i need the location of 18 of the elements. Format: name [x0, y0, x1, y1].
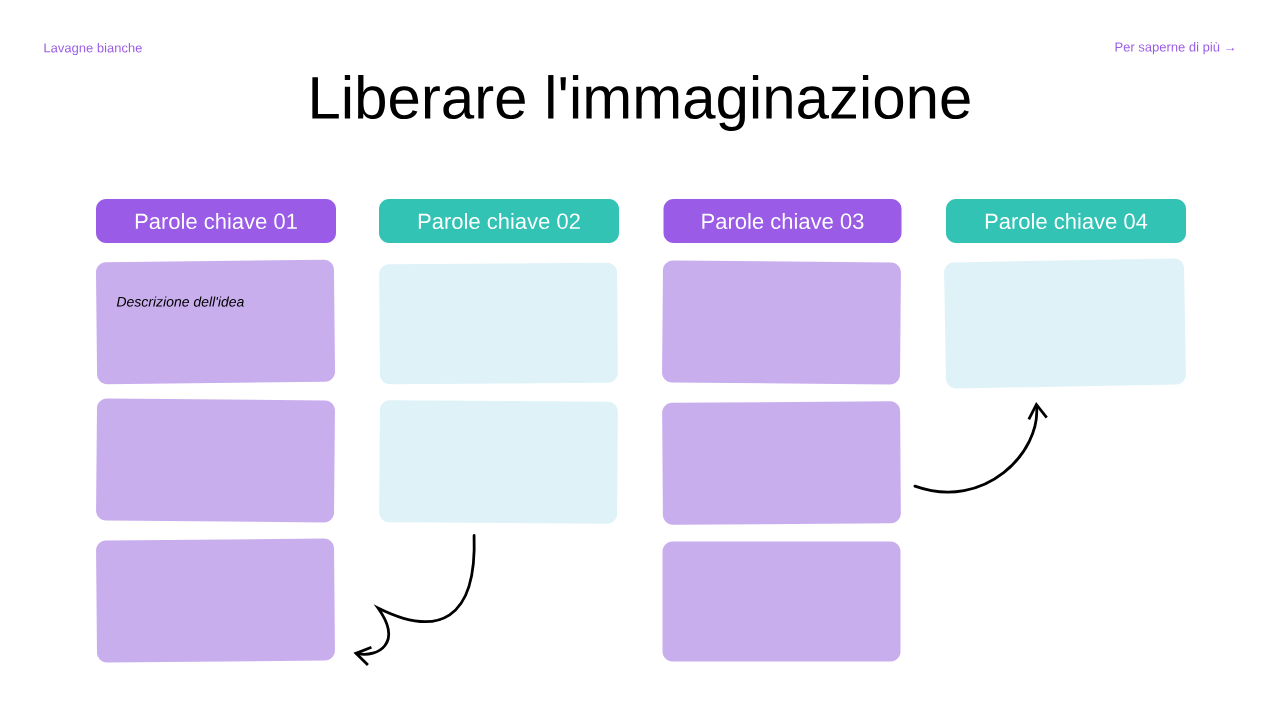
- keyword-header: Parole chiave 04: [946, 199, 1186, 243]
- sticky-note: [379, 262, 618, 385]
- sticky-note: Descrizione dell'idea: [96, 259, 336, 385]
- curved-arrow: [913, 401, 1048, 494]
- sticky-note: [96, 538, 335, 663]
- sticky-note: [379, 400, 618, 524]
- curved-arrow: [353, 534, 476, 666]
- keyword-header: Parole chiave 01: [96, 199, 336, 243]
- sticky-note: [944, 258, 1186, 389]
- link-text: Per saperne di più →: [1115, 41, 1234, 55]
- sticky-note: [662, 541, 901, 662]
- sticky-note: [96, 398, 335, 523]
- keyword-header: Parole chiave 03: [663, 199, 902, 243]
- link-text: Lavagne bianche: [44, 42, 142, 56]
- sticky-note: [662, 260, 901, 385]
- title: Liberare l'immaginazione: [312, 75, 970, 131]
- keyword-header: Parole chiave 02: [379, 199, 619, 243]
- sticky-note: [662, 401, 901, 525]
